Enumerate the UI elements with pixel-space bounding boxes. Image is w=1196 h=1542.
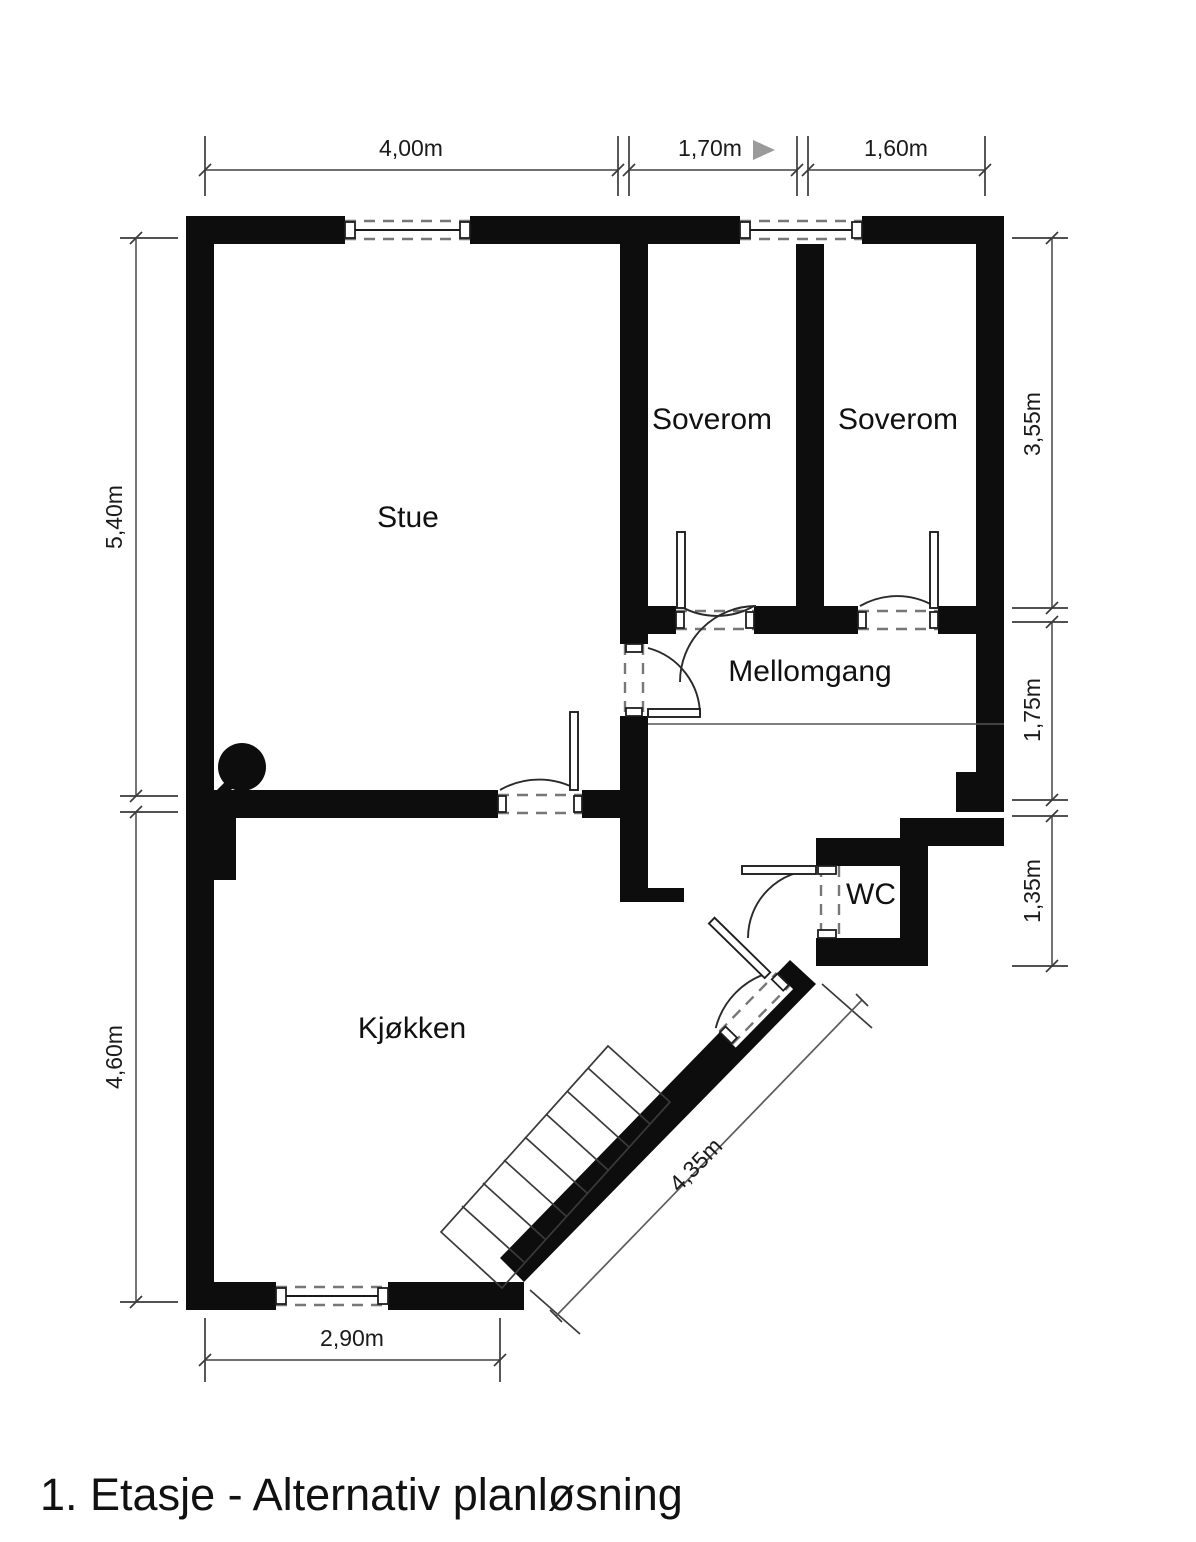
window-layer xyxy=(275,216,863,1310)
dimension-top-1: 4,00m xyxy=(379,135,443,161)
window-kjokken-bottom xyxy=(275,1282,389,1310)
room-label-stue: Stue xyxy=(377,501,439,534)
door-soverom2 xyxy=(857,531,939,634)
dimension-right-3: 1,35m xyxy=(1019,859,1045,923)
room-label-kjokken: Kjøkken xyxy=(358,1012,466,1045)
door-soverom1 xyxy=(675,531,757,683)
chimney-symbol xyxy=(210,743,266,804)
room-label-mellomgang: Mellomgang xyxy=(728,655,891,688)
room-label-soverom-2: Soverom xyxy=(838,403,958,436)
door-wc xyxy=(741,865,844,939)
dimension-chain-bottom: 2,90m xyxy=(198,1318,507,1382)
dimension-right-2: 1,75m xyxy=(1019,678,1045,742)
dimension-left-2: 4,60m xyxy=(101,1025,127,1089)
door-mellomgang-west xyxy=(620,643,701,718)
door-stue-kjokken xyxy=(497,711,583,818)
dimension-right-1: 3,55m xyxy=(1019,392,1045,456)
door-diagonal xyxy=(707,916,794,1048)
dimension-top-2: 1,70m xyxy=(678,135,742,161)
dimension-chain-right: 3,55m 1,75m 1,35m xyxy=(1012,231,1068,973)
room-label-soverom-1: Soverom xyxy=(652,403,772,436)
dimension-left-1: 5,40m xyxy=(101,485,127,549)
dimension-chain-top: 4,00m 1,70m 1,60m xyxy=(198,135,992,196)
dimension-chain-left: 5,40m 4,60m xyxy=(101,231,178,1309)
window-stue-top xyxy=(344,216,471,244)
staircase xyxy=(439,1044,672,1290)
dimension-bottom-1: 2,90m xyxy=(320,1325,384,1351)
door-layer xyxy=(497,531,939,1048)
direction-triangle-marker xyxy=(753,140,775,160)
dimension-top-3: 1,60m xyxy=(864,135,928,161)
room-label-wc: WC xyxy=(846,878,896,911)
window-soverom1-top xyxy=(739,216,863,244)
page-title: 1. Etasje - Alternativ planløsning xyxy=(40,1469,683,1520)
